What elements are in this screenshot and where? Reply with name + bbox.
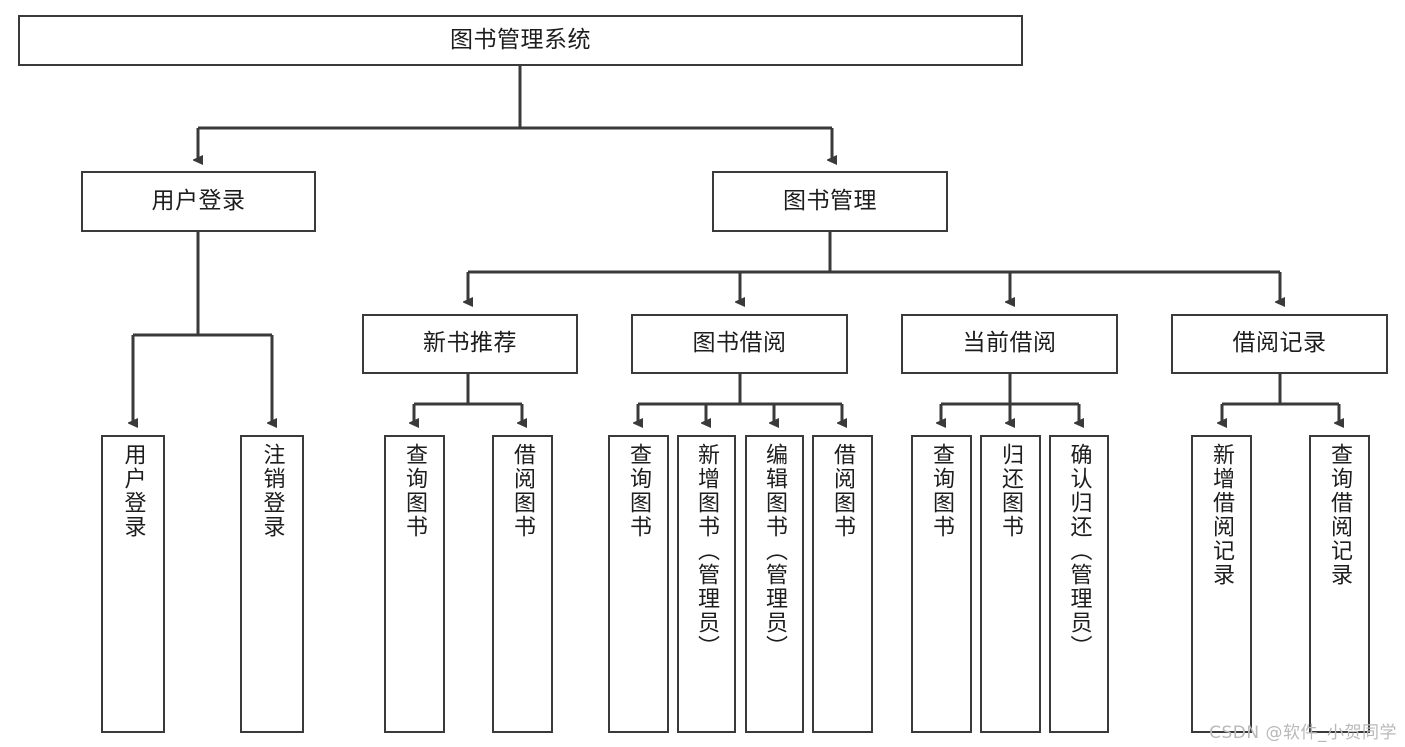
leaf-borrow-borrow-book[interactable]: 借阅图书 xyxy=(812,435,873,733)
node-label: 查询图书 xyxy=(626,443,652,539)
leaf-record-add[interactable]: 新增借阅记录 xyxy=(1191,435,1252,733)
leaf-new-book-query[interactable]: 查询图书 xyxy=(384,435,445,733)
node-label: 图书管理 xyxy=(783,187,877,214)
node-label: 新增图书（管理员） xyxy=(694,443,720,659)
leaf-borrow-query-book[interactable]: 查询图书 xyxy=(608,435,669,733)
node-label: 借阅记录 xyxy=(1232,330,1327,357)
leaf-current-return-book[interactable]: 归还图书 xyxy=(980,435,1041,733)
node-label: 注销登录 xyxy=(259,443,285,539)
node-user-login[interactable]: 用户登录 xyxy=(81,171,316,232)
node-label: 归还图书 xyxy=(998,443,1024,539)
leaf-user-login-logout[interactable]: 注销登录 xyxy=(240,435,304,733)
node-new-book-recommend[interactable]: 新书推荐 xyxy=(362,314,578,374)
node-label: 用户登录 xyxy=(120,443,146,539)
node-current-borrow[interactable]: 当前借阅 xyxy=(901,314,1118,374)
leaf-new-book-borrow[interactable]: 借阅图书 xyxy=(492,435,553,733)
node-label: 图书管理系统 xyxy=(450,26,591,53)
node-label: 借阅图书 xyxy=(510,443,536,539)
node-root-system[interactable]: 图书管理系统 xyxy=(18,15,1023,66)
node-label: 确认归还（管理员） xyxy=(1066,443,1092,659)
leaf-current-confirm-return[interactable]: 确认归还（管理员） xyxy=(1049,435,1109,733)
node-label: 新增借阅记录 xyxy=(1209,443,1235,587)
node-label: 查询图书 xyxy=(402,443,428,539)
leaf-current-query-book[interactable]: 查询图书 xyxy=(911,435,972,733)
node-label: 借阅图书 xyxy=(830,443,856,539)
node-label: 查询借阅记录 xyxy=(1327,443,1353,587)
node-book-management[interactable]: 图书管理 xyxy=(712,171,948,232)
node-label: 新书推荐 xyxy=(423,330,517,357)
node-label: 用户登录 xyxy=(151,187,246,214)
leaf-user-login-login[interactable]: 用户登录 xyxy=(101,435,165,733)
leaf-record-query[interactable]: 查询借阅记录 xyxy=(1309,435,1370,733)
node-borrow-record[interactable]: 借阅记录 xyxy=(1171,314,1388,374)
node-label: 查询图书 xyxy=(929,443,955,539)
node-book-borrow[interactable]: 图书借阅 xyxy=(631,314,848,374)
leaf-borrow-edit-book[interactable]: 编辑图书（管理员） xyxy=(745,435,804,733)
node-label: 图书借阅 xyxy=(692,330,787,357)
node-label: 当前借阅 xyxy=(962,330,1057,357)
leaf-borrow-add-book[interactable]: 新增图书（管理员） xyxy=(677,435,736,733)
node-label: 编辑图书（管理员） xyxy=(762,443,788,659)
watermark-text: CSDN @软件_小贺同学 xyxy=(1209,723,1397,743)
